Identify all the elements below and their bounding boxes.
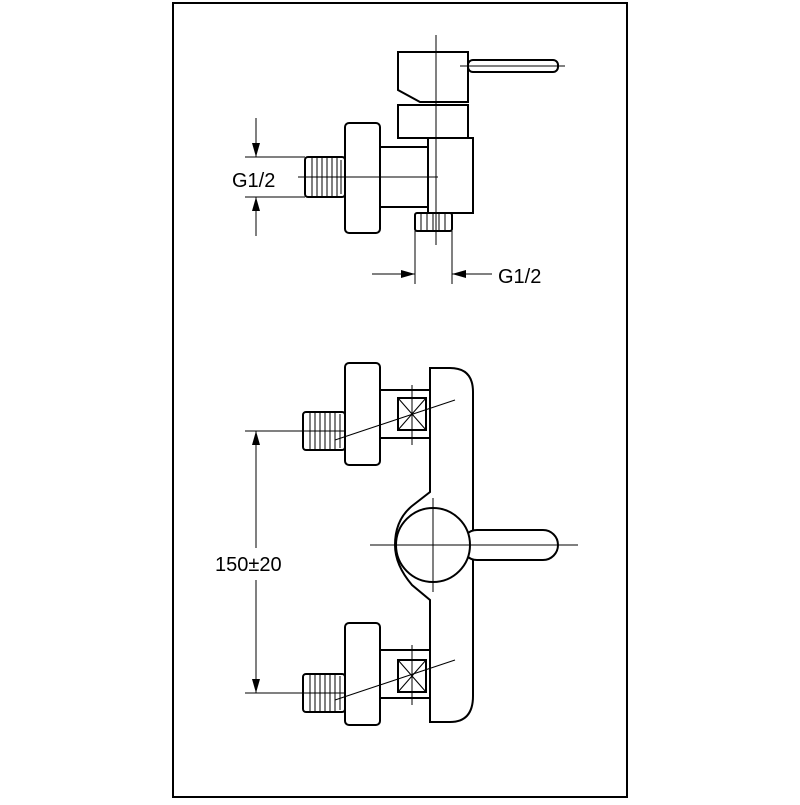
drawing-frame (172, 2, 628, 798)
side-wall-flange (344, 122, 381, 234)
inlet-thread-label: G1/2 (232, 170, 275, 192)
upper-eccentric-axis (334, 399, 456, 441)
upper-wall-flange (344, 362, 381, 466)
side-outlet-thread (414, 212, 453, 232)
front-view: 150±20 (215, 362, 578, 726)
lower-eccentric-axis (334, 659, 456, 701)
center-distance-label: 150±20 (215, 554, 282, 576)
side-inlet-dimension (245, 118, 305, 236)
center-distance-dimension (245, 430, 345, 694)
lower-wall-flange (344, 622, 381, 726)
side-body-upper (397, 104, 469, 139)
side-outlet-dimension (372, 231, 492, 284)
side-view: G1/2 G1/2 (232, 35, 565, 288)
side-cartridge-cap (397, 51, 469, 103)
outlet-thread-label: G1/2 (498, 266, 541, 288)
side-body (427, 137, 474, 214)
